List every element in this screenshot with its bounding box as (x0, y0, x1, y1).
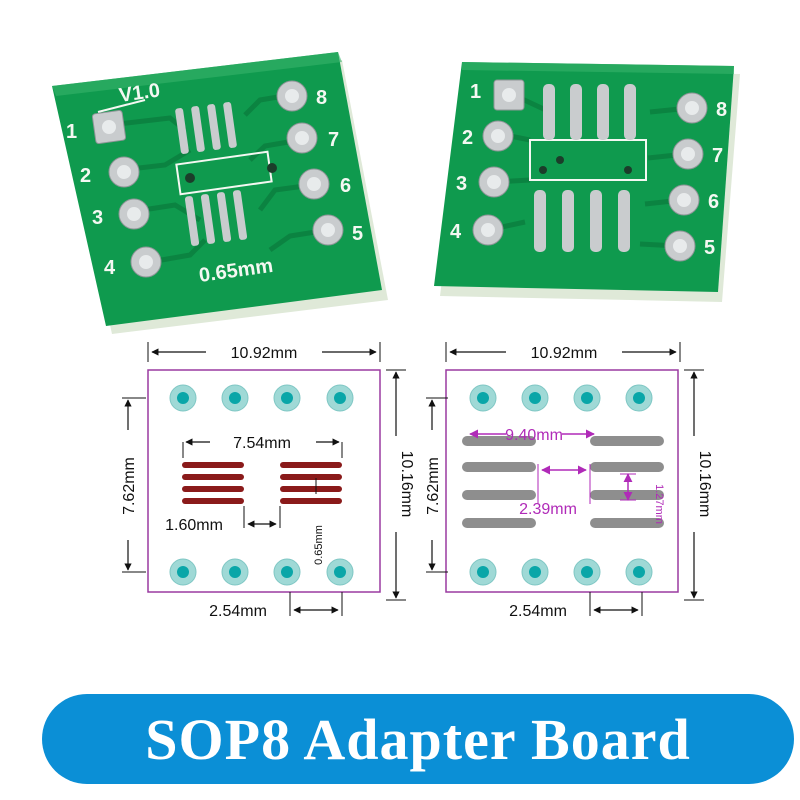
pin-number: 6 (340, 175, 351, 197)
pin-number: 7 (712, 145, 723, 167)
pitch-label: 2.54mm (509, 603, 567, 620)
pin-number: 4 (450, 221, 462, 243)
height-label: 10.16mm (398, 451, 415, 518)
pitch-label: 2.54mm (209, 603, 267, 620)
pin-number: 6 (708, 191, 719, 213)
pin-number: 1 (470, 81, 481, 103)
pin-number: 7 (328, 129, 339, 151)
row-spacing-label: 7.62mm (121, 457, 138, 515)
pcb-photo-sop: 1 2 3 4 5 6 7 8 (434, 62, 740, 302)
pad-gap-label: 1.60mm (165, 517, 223, 534)
pin-number: 8 (716, 99, 727, 121)
pad-span-label: 7.54mm (233, 435, 291, 452)
row-spacing-label: 7.62mm (425, 457, 442, 515)
pad-gap-label: 2.39mm (519, 501, 577, 518)
pad-pitch-label: 0.65mm (313, 525, 325, 565)
dimension-diagram-tssop: 10.92mm 10.16mm 7.62mm 7.54mm (121, 342, 415, 620)
banner-title: SOP8 Adapter Board (145, 706, 691, 772)
pin-number: 5 (352, 223, 363, 245)
pin-number: 2 (462, 127, 473, 149)
pin-number: 5 (704, 237, 715, 259)
pin-number: 2 (80, 165, 91, 187)
pin-number: 3 (456, 173, 467, 195)
pin-number: 3 (92, 207, 103, 229)
height-label: 10.16mm (696, 451, 713, 518)
pin-number: 4 (104, 257, 116, 279)
pcb-photo-tssop: V1.0 0.65mm 1 2 3 4 5 6 7 8 (52, 52, 388, 334)
width-label: 10.92mm (231, 345, 298, 362)
width-label: 10.92mm (531, 345, 598, 362)
title-banner: SOP8 Adapter Board (42, 694, 794, 784)
pin-number: 8 (316, 87, 327, 109)
pad-pitch-label: 1.27mm (653, 484, 665, 524)
pad-span-label: 9.40mm (505, 427, 563, 444)
pin-number: 1 (66, 121, 77, 143)
dimension-diagram-sop: 10.92mm 10.16mm 7.62mm (425, 342, 713, 620)
